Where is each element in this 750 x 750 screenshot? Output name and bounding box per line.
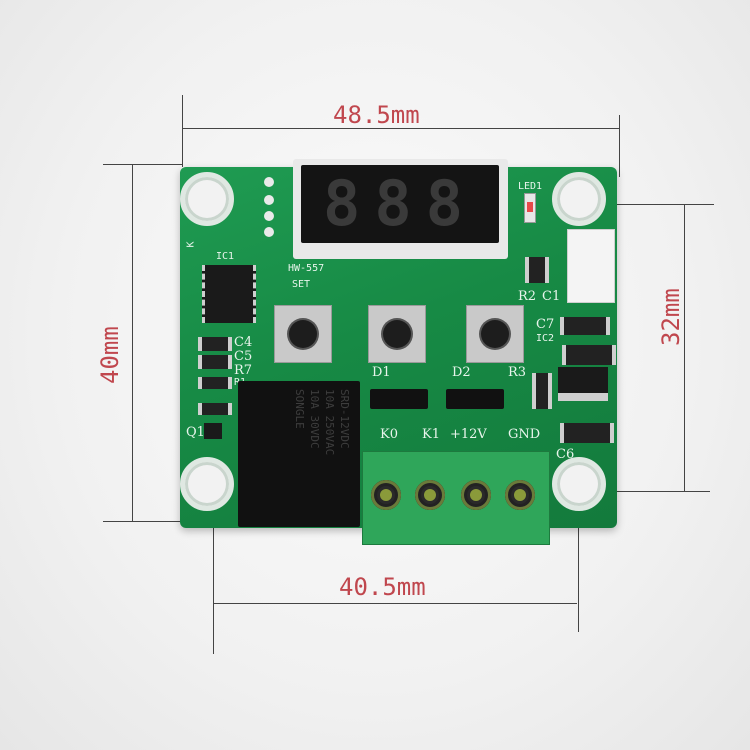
- bottom-dimension-left-tick: [213, 496, 214, 654]
- c6-capacitor: [560, 423, 614, 443]
- terminal-label-k1: K1: [422, 427, 440, 442]
- ic1-label: IC1: [216, 251, 235, 262]
- hole-spacing-label: 40.5mm: [339, 573, 426, 601]
- header-pad: [264, 177, 274, 187]
- led1-label: LED1: [518, 181, 543, 192]
- c4-capacitor: [198, 337, 232, 351]
- q1-transistor: [204, 423, 222, 439]
- smd-resistor: [198, 403, 232, 415]
- terminal-label-k0: K0: [380, 427, 398, 442]
- c7-label: C7: [536, 317, 555, 332]
- c1-label: C1: [542, 289, 561, 304]
- display-window: 888: [301, 165, 499, 243]
- set-button-cap[interactable]: [289, 320, 317, 348]
- down-button-cap[interactable]: [481, 320, 509, 348]
- left-dimension-bottom-tick: [103, 521, 183, 522]
- terminal-screw-k1[interactable]: [415, 480, 445, 510]
- right-dimension-top-tick: [592, 204, 714, 205]
- header-pad: [264, 227, 274, 237]
- right-height-label: 32mm: [657, 288, 685, 346]
- d1-label: D1: [372, 365, 391, 380]
- right-dimension-line: [684, 205, 685, 492]
- top-dimension-line: [183, 128, 620, 129]
- d2-diode: [446, 389, 504, 409]
- mounting-hole-top-right: [552, 172, 606, 226]
- down-button[interactable]: [466, 305, 524, 363]
- ic2-label: IC2: [536, 333, 555, 344]
- relay: SRD-12VDC 10A 250VAC 10A 30VDC SONGLE: [238, 381, 360, 527]
- terminal-screw-gnd[interactable]: [505, 480, 535, 510]
- c7-capacitor: [560, 317, 610, 335]
- display-digits: 888: [323, 167, 477, 240]
- ic2-regulator: [558, 367, 608, 401]
- c4-label: C4: [234, 335, 253, 350]
- left-dimension-line: [132, 164, 133, 522]
- status-led: [524, 193, 536, 223]
- header-pad: [264, 211, 274, 221]
- top-dimension-left-tick: [182, 95, 183, 167]
- thermostat-pcb: K 888 HW-557 SET LED1 R2 C1 IC1 C7 IC2 C…: [180, 159, 617, 545]
- k-label: K: [185, 241, 197, 248]
- bottom-dimension-line: [214, 603, 577, 604]
- terminal-screw-12v[interactable]: [461, 480, 491, 510]
- r3-resistor: [532, 373, 552, 409]
- c5-label: C5: [234, 349, 253, 364]
- r2-resistor: [525, 257, 549, 283]
- left-dimension-top-tick: [103, 164, 183, 165]
- c6-label: C6: [556, 447, 575, 462]
- r7-label: R7: [234, 363, 253, 378]
- r2-label: R2: [518, 289, 537, 304]
- left-height-label: 40mm: [96, 326, 124, 384]
- right-dimension-bottom-tick: [600, 491, 710, 492]
- top-width-label: 48.5mm: [333, 101, 420, 129]
- seven-segment-display: 888: [293, 159, 508, 259]
- ic1-chip: [202, 265, 256, 323]
- top-dimension-right-tick: [619, 115, 620, 177]
- q1-label: Q1: [186, 425, 205, 440]
- relay-markings: SRD-12VDC 10A 250VAC 10A 30VDC SONGLE: [293, 389, 351, 456]
- up-button[interactable]: [368, 305, 426, 363]
- bottom-dimension-right-tick: [578, 496, 579, 632]
- mounting-hole-top-left: [180, 172, 234, 226]
- mounting-hole-bottom-right: [552, 457, 606, 511]
- terminal-screw-k0[interactable]: [371, 480, 401, 510]
- up-button-cap[interactable]: [383, 320, 411, 348]
- set-label: SET: [292, 279, 311, 290]
- set-button[interactable]: [274, 305, 332, 363]
- r3-label: R3: [508, 365, 527, 380]
- fuse: [562, 345, 616, 365]
- d2-label: D2: [452, 365, 471, 380]
- r1-resistor: [198, 377, 232, 389]
- sensor-connector: [567, 229, 615, 303]
- model-label: HW-557: [288, 263, 325, 274]
- terminal-label-gnd: GND: [508, 427, 541, 442]
- screw-terminal-block: [362, 451, 550, 545]
- c5-capacitor: [198, 355, 232, 369]
- header-pad: [264, 195, 274, 205]
- terminal-label-12v: +12V: [450, 427, 487, 442]
- d1-diode: [370, 389, 428, 409]
- mounting-hole-bottom-left: [180, 457, 234, 511]
